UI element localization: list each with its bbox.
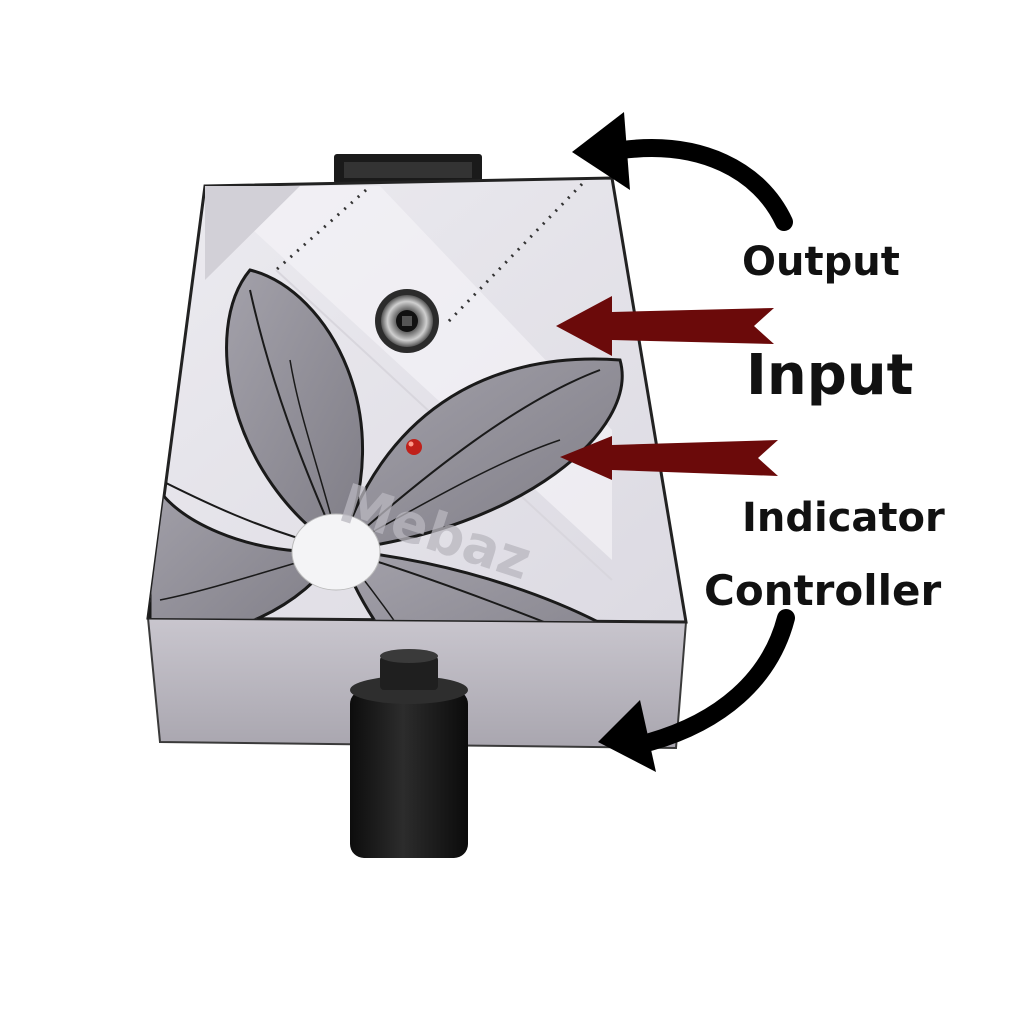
indicator-led bbox=[406, 439, 422, 455]
pedal-enclosure: Mebaz bbox=[146, 176, 688, 750]
controller-label: Controller bbox=[704, 566, 942, 615]
flower-graphic bbox=[148, 268, 664, 622]
output-label: Output bbox=[742, 239, 900, 285]
curved-arrow-icon bbox=[572, 112, 793, 231]
straight-arrow-icon bbox=[556, 296, 774, 356]
straight-arrow-icon bbox=[560, 436, 778, 480]
output-connector bbox=[334, 154, 482, 184]
input-label: Input bbox=[746, 343, 914, 408]
input-jack bbox=[375, 289, 439, 353]
controller-knob bbox=[350, 649, 468, 858]
curved-arrow-icon bbox=[598, 609, 795, 772]
indicator-label: Indicator bbox=[742, 495, 945, 541]
